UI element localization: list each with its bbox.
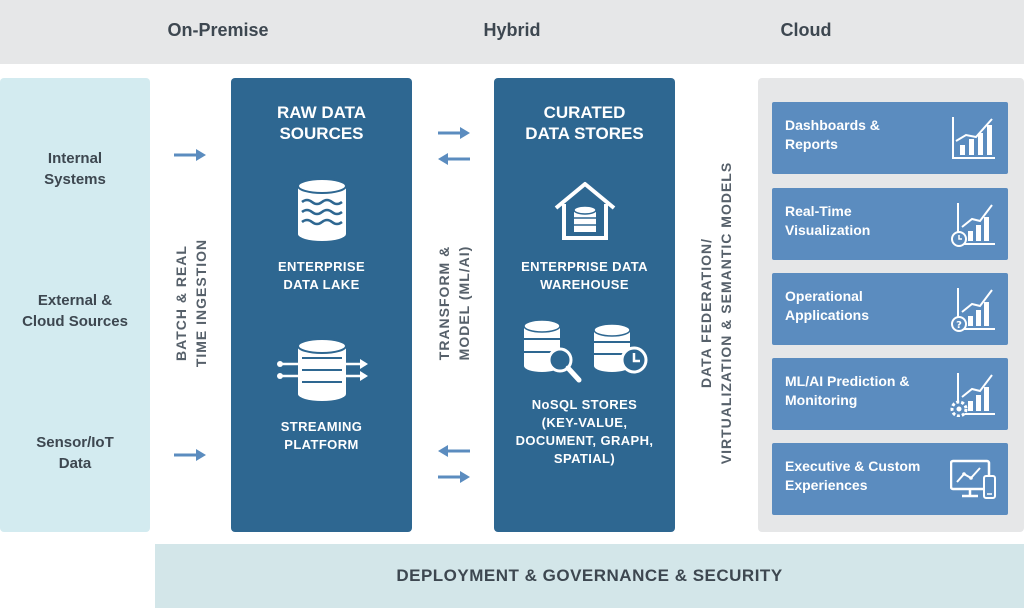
nosql-stores-label: NoSQL STORES (KEY-VALUE, DOCUMENT, GRAPH… bbox=[515, 397, 654, 466]
consumer-label: Dashboards & Reports bbox=[785, 117, 880, 152]
svg-text:?: ? bbox=[956, 320, 962, 331]
consumer-card-ml-ai: ML/AI Prediction & Monitoring bbox=[772, 358, 1008, 430]
source-internal-systems: Internal Systems bbox=[44, 150, 106, 188]
consumer-label: Operational Applications bbox=[785, 288, 870, 323]
consumer-label: Real-Time Visualization bbox=[785, 203, 871, 238]
consumer-label: ML/AI Prediction & Monitoring bbox=[785, 373, 910, 408]
ingestion-stage-label: BATCH & REAL TIME INGESTION bbox=[173, 238, 209, 368]
source-sensor-iot: Sensor/IoT Data bbox=[36, 434, 114, 472]
streaming-platform-icon bbox=[277, 338, 368, 401]
hybrid-label: Hybrid bbox=[483, 20, 541, 40]
bar-chart-question-icon: ? bbox=[951, 288, 995, 332]
arrow-right-icon bbox=[438, 471, 470, 483]
consumer-card-operational: Operational Applications ? bbox=[772, 273, 1008, 345]
enterprise-data-lake-label: ENTERPRISE DATA LAKE bbox=[277, 259, 366, 292]
bar-chart-gear-icon bbox=[950, 373, 995, 417]
arrow-left-icon bbox=[438, 153, 470, 165]
bar-chart-clock-icon bbox=[951, 203, 995, 247]
warehouse-icon bbox=[554, 182, 616, 240]
governance-band bbox=[155, 544, 1024, 608]
cloud-label: Cloud bbox=[780, 20, 832, 40]
consumer-card-executive: Executive & Custom Experiences bbox=[772, 443, 1008, 515]
nosql-clock-icon bbox=[593, 323, 648, 374]
federation-stage-label: DATA FEDERATION/ VIRTUALIZATION & SEMANT… bbox=[698, 161, 734, 465]
source-external-cloud: External & Cloud Sources bbox=[22, 292, 128, 330]
data-sources-panel bbox=[0, 78, 150, 532]
enterprise-data-warehouse-label: ENTERPRISE DATA WAREHOUSE bbox=[521, 259, 648, 292]
curated-data-stores-panel bbox=[494, 78, 675, 532]
consumer-label: Executive & Custom Experiences bbox=[785, 458, 921, 493]
curated-data-title: CURATED DATA STORES bbox=[525, 103, 644, 143]
on-premise-label: On-Premise bbox=[167, 20, 269, 40]
data-lake-icon bbox=[297, 178, 347, 241]
arrow-right-icon bbox=[438, 127, 470, 139]
consumer-card-dashboards: Dashboards & Reports bbox=[772, 102, 1008, 174]
monitor-phone-icon bbox=[950, 459, 996, 499]
deployment-band bbox=[0, 0, 1024, 64]
arrow-right-icon bbox=[174, 449, 206, 461]
raw-data-title: RAW DATA SOURCES bbox=[276, 103, 367, 143]
governance-label: DEPLOYMENT & GOVERNANCE & SECURITY bbox=[396, 566, 783, 585]
consumer-card-realtime: Real-Time Visualization bbox=[772, 188, 1008, 260]
bar-chart-icon bbox=[952, 117, 995, 159]
transform-stage-label: TRANSFORM & MODEL (ML/AI) bbox=[436, 245, 472, 361]
arrow-left-icon bbox=[438, 445, 470, 457]
streaming-platform-label: STREAMING PLATFORM bbox=[280, 419, 363, 452]
raw-data-sources-panel bbox=[231, 78, 412, 532]
nosql-search-icon bbox=[523, 319, 582, 383]
arrow-right-icon bbox=[174, 149, 206, 161]
